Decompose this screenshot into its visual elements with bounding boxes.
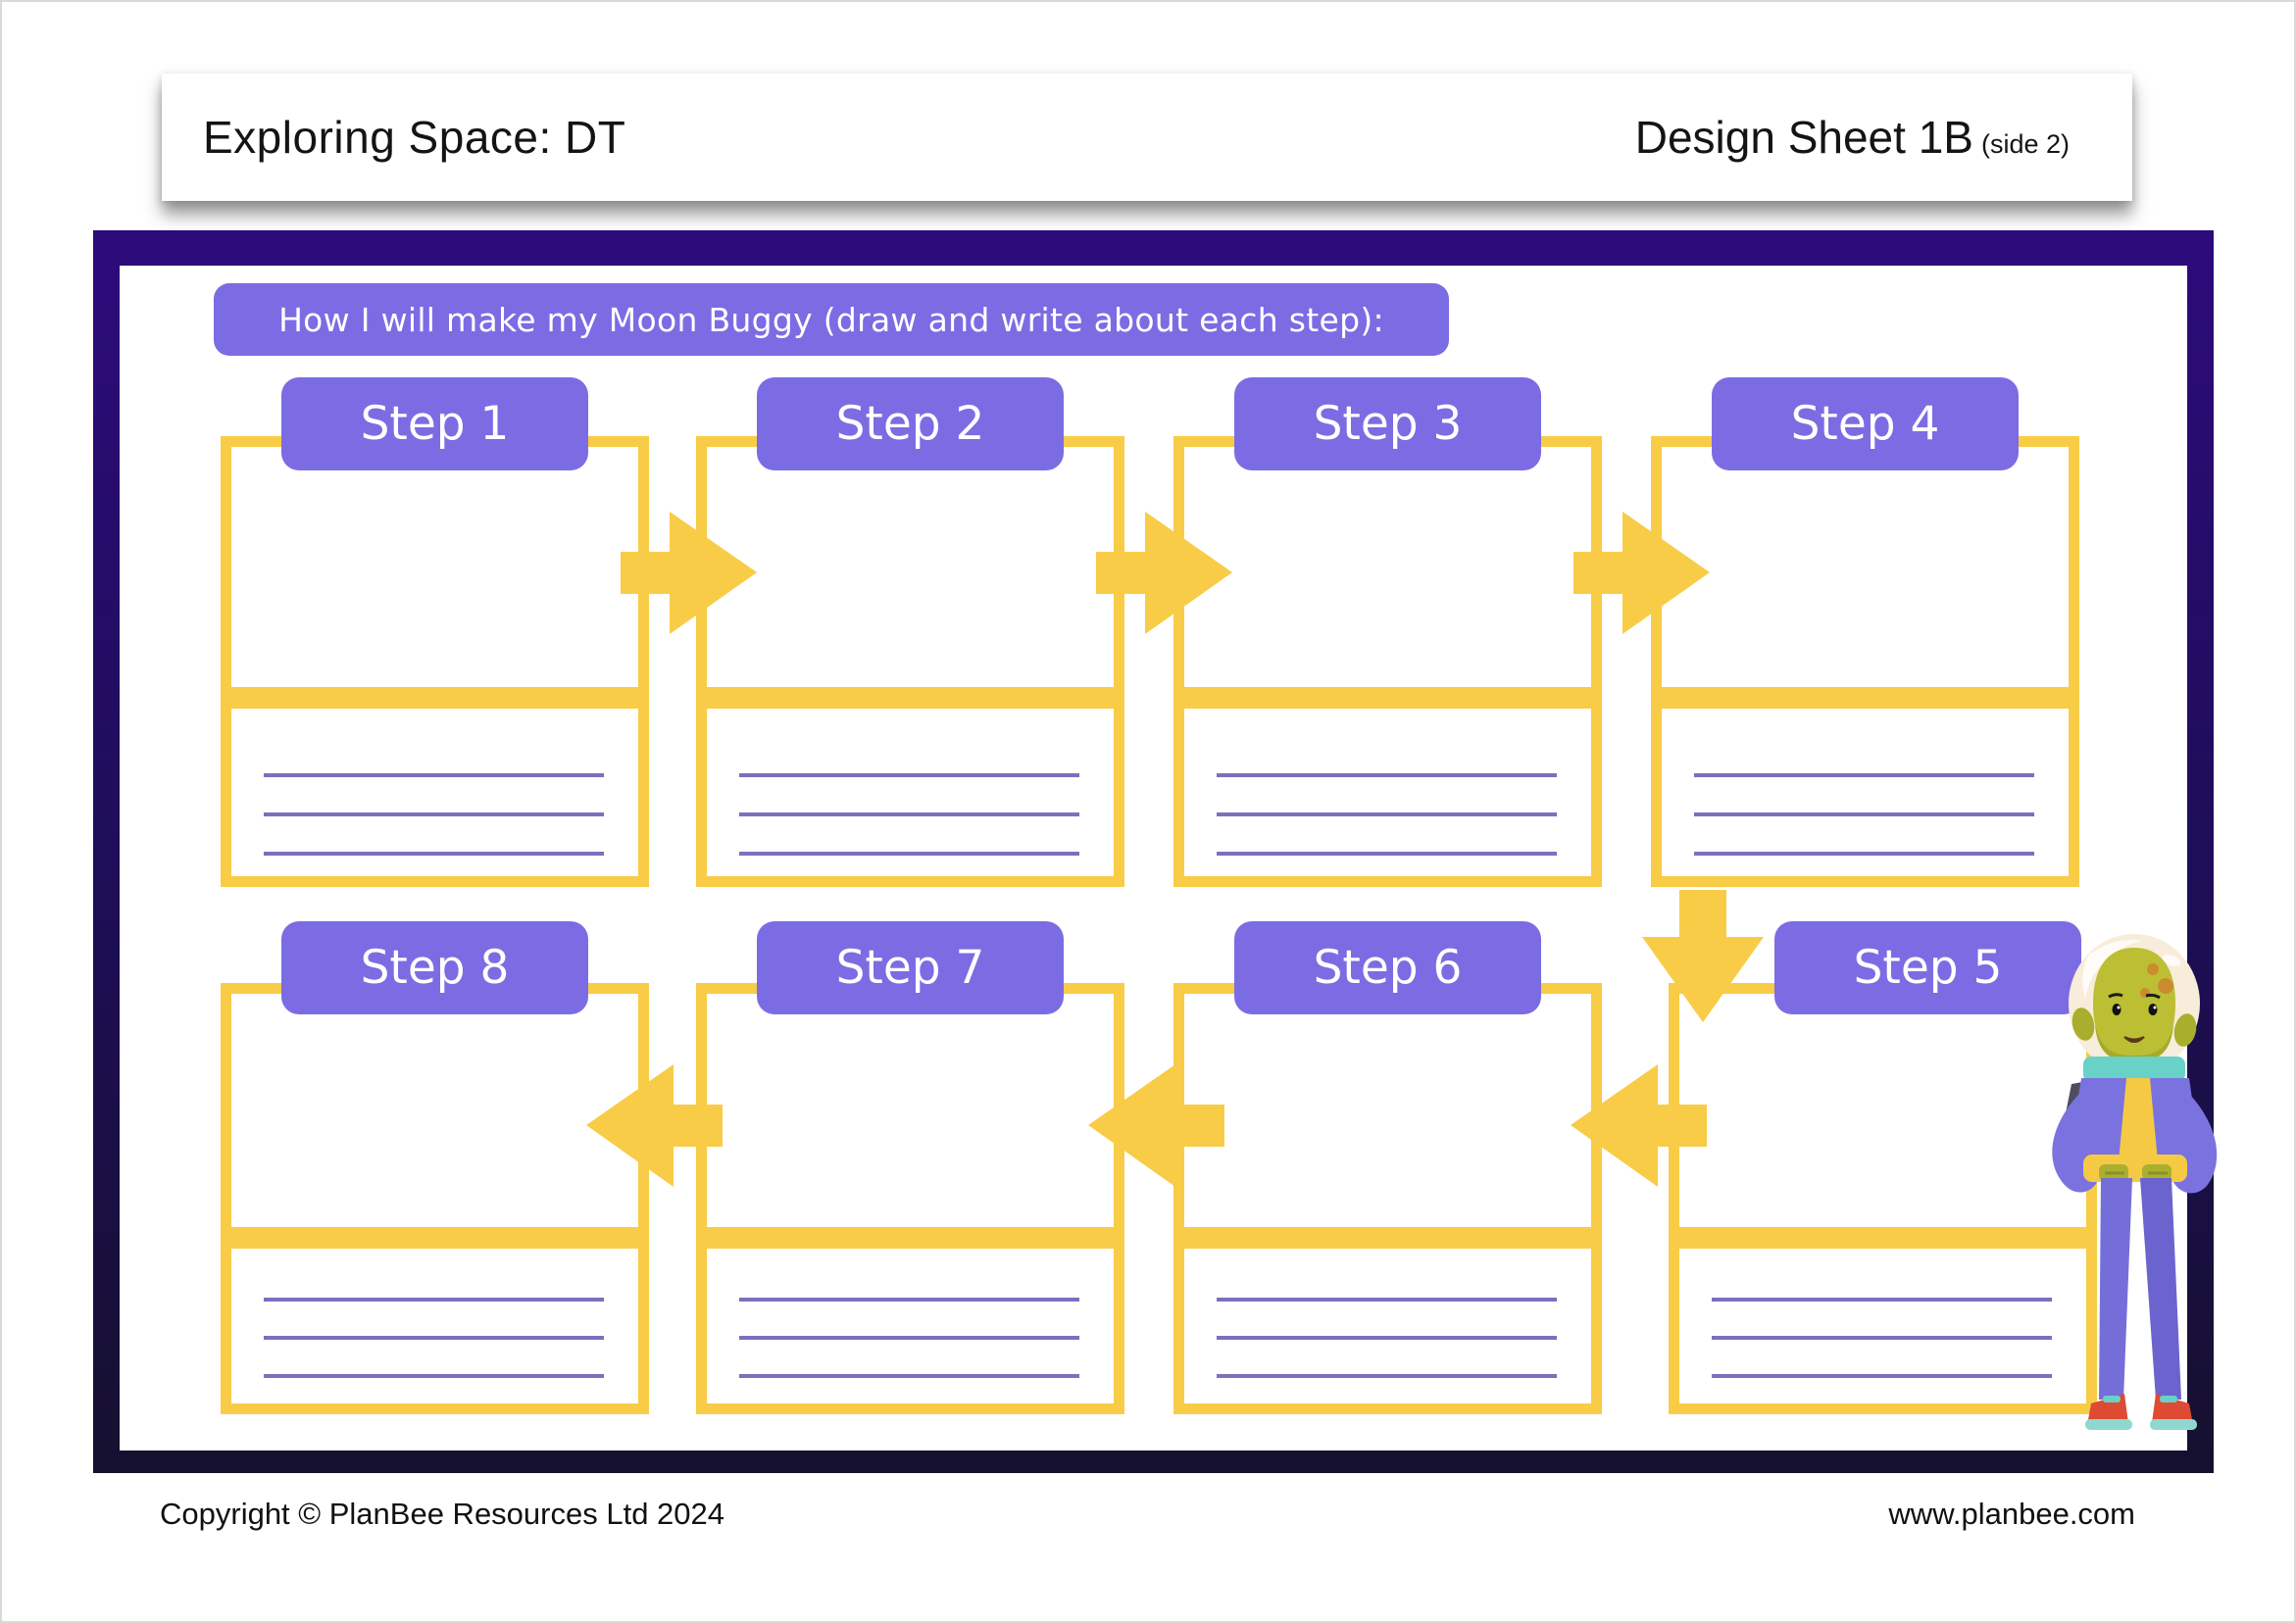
writing-line — [1217, 812, 1557, 816]
step-7-drawing-area — [696, 983, 1124, 1238]
step-8-drawing-area — [221, 983, 649, 1238]
sheet-side-label: (side 2) — [1980, 129, 2070, 159]
arrow-right-icon — [621, 512, 757, 634]
writing-line — [264, 852, 604, 856]
writing-line — [1217, 1298, 1557, 1302]
writing-line — [739, 812, 1079, 816]
writing-line — [1217, 852, 1557, 856]
step-3-writing-area — [1173, 698, 1602, 887]
step-4-drawing-area — [1651, 436, 2079, 698]
writing-line — [1712, 1336, 2052, 1340]
page-title: Exploring Space: DT — [203, 112, 626, 163]
step-8-writing-area — [221, 1238, 649, 1414]
writing-line — [264, 1298, 604, 1302]
step-4-writing-area — [1651, 698, 2079, 887]
step-4-panel: Step 4 — [1651, 377, 2079, 887]
writing-line — [739, 852, 1079, 856]
step-2-label: Step 2 — [757, 377, 1064, 470]
step-5-panel: Step 5 — [1669, 921, 2097, 1414]
writing-line — [739, 1374, 1079, 1378]
writing-line — [739, 1298, 1079, 1302]
website-text: www.planbee.com — [1888, 1497, 2135, 1531]
step-8-panel: Step 8 — [221, 921, 649, 1414]
step-6-label: Step 6 — [1234, 921, 1541, 1014]
step-2-panel: Step 2 — [696, 377, 1124, 887]
writing-line — [1712, 1374, 2052, 1378]
step-1-panel: Step 1 — [221, 377, 649, 887]
step-1-writing-area — [221, 698, 649, 887]
sheet-title: Design Sheet 1B — [1634, 112, 1973, 163]
sheet-label: Design Sheet 1B(side 2) — [1635, 111, 2070, 164]
step-7-label: Step 7 — [757, 921, 1064, 1014]
step-3-panel: Step 3 — [1173, 377, 1602, 887]
arrow-right-icon — [1096, 512, 1232, 634]
step-6-drawing-area — [1173, 983, 1602, 1238]
step-7-panel: Step 7 — [696, 921, 1124, 1414]
arrow-left-icon — [1571, 1064, 1707, 1187]
step-1-drawing-area — [221, 436, 649, 698]
writing-line — [1712, 1298, 2052, 1302]
writing-line — [739, 1336, 1079, 1340]
arrow-right-icon — [1573, 512, 1710, 634]
writing-line — [739, 773, 1079, 777]
step-7-writing-area — [696, 1238, 1124, 1414]
step-5-label: Step 5 — [1774, 921, 2081, 1014]
step-8-label: Step 8 — [281, 921, 588, 1014]
writing-line — [1694, 852, 2034, 856]
step-4-label: Step 4 — [1712, 377, 2019, 470]
arrow-down-icon — [1642, 890, 1764, 1022]
step-3-drawing-area — [1173, 436, 1602, 698]
step-1-label: Step 1 — [281, 377, 588, 470]
writing-line — [264, 1336, 604, 1340]
header-bar: Exploring Space: DT Design Sheet 1B(side… — [162, 74, 2132, 201]
writing-line — [1217, 1374, 1557, 1378]
writing-line — [264, 812, 604, 816]
step-5-writing-area — [1669, 1238, 2097, 1414]
writing-line — [1694, 773, 2034, 777]
step-2-drawing-area — [696, 436, 1124, 698]
writing-line — [1217, 1336, 1557, 1340]
arrow-left-icon — [1088, 1064, 1224, 1187]
instruction-banner: How I will make my Moon Buggy (draw and … — [214, 283, 1449, 356]
step-2-writing-area — [696, 698, 1124, 887]
copyright-text: Copyright © PlanBee Resources Ltd 2024 — [160, 1497, 725, 1531]
writing-line — [1694, 812, 2034, 816]
step-6-writing-area — [1173, 1238, 1602, 1414]
step-6-panel: Step 6 — [1173, 921, 1602, 1414]
arrow-left-icon — [586, 1064, 723, 1187]
writing-line — [264, 773, 604, 777]
alien-astronaut-illustration — [2034, 931, 2225, 1441]
writing-line — [264, 1374, 604, 1378]
step-3-label: Step 3 — [1234, 377, 1541, 470]
step-5-drawing-area — [1669, 983, 2097, 1238]
writing-line — [1217, 773, 1557, 777]
